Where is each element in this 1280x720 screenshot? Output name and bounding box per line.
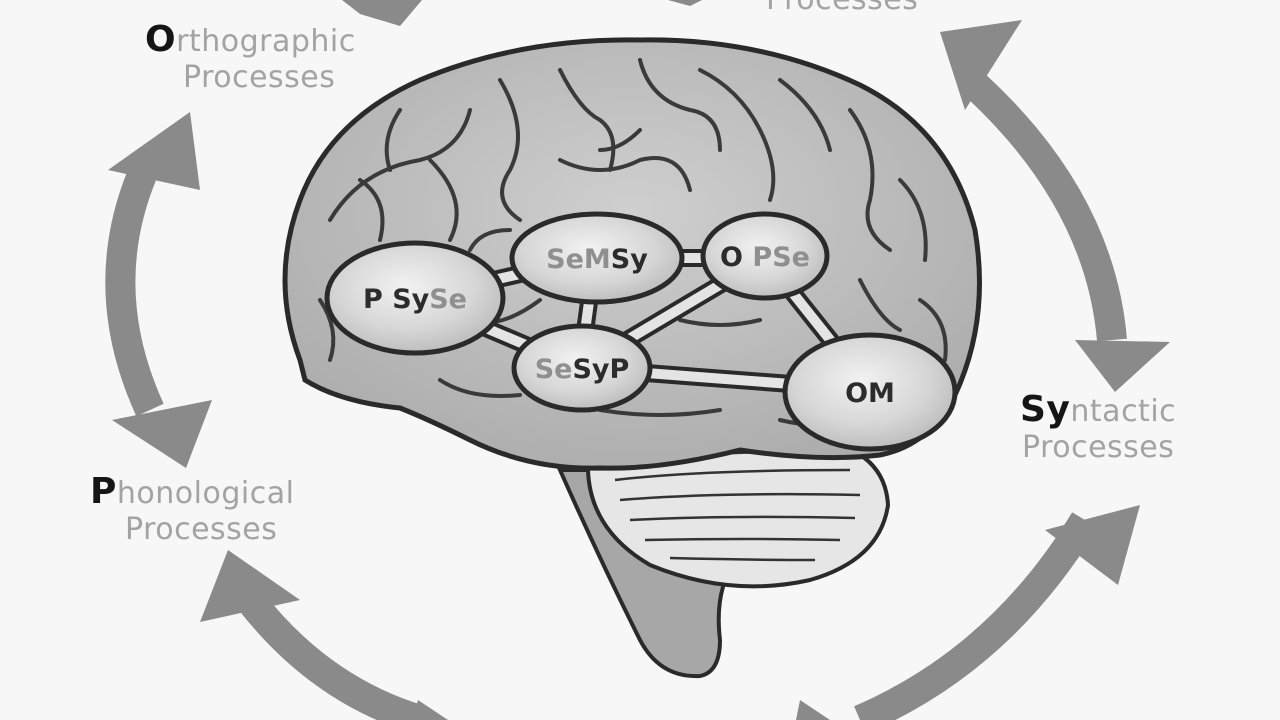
node-sesyp: SeSyP [511, 323, 653, 413]
phonological-processes-label: Phonological Processes [90, 471, 295, 548]
arrow-left-double [105, 112, 212, 468]
node-om-segment: M [868, 378, 895, 409]
node-psyse-segment: Sy [392, 284, 429, 315]
arrow-bottom-left [200, 550, 448, 720]
node-opse: O PSe [700, 211, 830, 301]
node-psyse: P SySe [324, 240, 506, 356]
node-psyse-segment: P [363, 284, 392, 315]
node-om: OM [782, 332, 958, 452]
brain-illustration: P SySe SeMSy O PSe SeSyP OM [282, 37, 982, 679]
node-psyse-segment: Se [429, 284, 467, 315]
node-sesyp-segment: P [610, 354, 630, 385]
node-semsy-segment: Sy [611, 244, 648, 275]
node-semsy-segment: Se [546, 244, 584, 275]
node-sesyp-segment: Sy [572, 354, 609, 385]
node-opse-segment: P [752, 242, 772, 273]
node-om-segment: O [845, 378, 868, 409]
node-semsy-segment: M [584, 244, 611, 275]
node-opse-label: O PSe [720, 242, 810, 273]
arrow-bottom-right [796, 505, 1140, 720]
node-semsy-label: SeMSy [546, 244, 648, 275]
arrow-top-partial [342, 0, 702, 26]
node-opse-segment: O [720, 242, 752, 273]
node-sesyp-label: SeSyP [535, 354, 630, 385]
syntactic-processes-label: Syntactic Processes [1020, 389, 1177, 466]
cerebellum-folds [614, 451, 861, 562]
node-sesyp-segment: Se [535, 354, 573, 385]
brain-sulci [318, 58, 948, 427]
top-processes-label: Processes [766, 0, 918, 18]
node-om-label: OM [845, 378, 895, 409]
process-cycle-arrows [105, 0, 1170, 720]
orthographic-processes-label: Orthographic Processes [145, 19, 356, 96]
node-psyse-label: P SySe [363, 284, 467, 315]
node-semsy: SeMSy [509, 211, 685, 305]
arrow-right-double [940, 20, 1170, 392]
node-opse-segment: Se [772, 242, 810, 273]
